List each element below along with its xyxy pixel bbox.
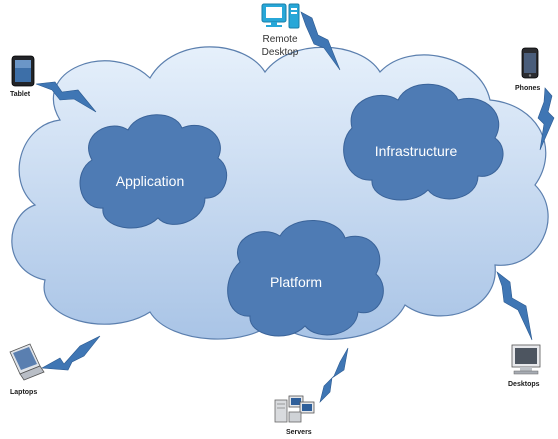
lightning-bolt-laptops xyxy=(40,335,101,371)
server-icon xyxy=(274,395,315,423)
lightning-bolt-tablet xyxy=(35,81,97,113)
platform-cloud: Platform xyxy=(227,220,384,337)
infrastructure-label: Infrastructure xyxy=(375,143,458,159)
laptop-icon xyxy=(9,343,45,381)
remote-desktop-device: Remote Desktop xyxy=(261,3,300,58)
lightning-bolt-remote-desktop xyxy=(300,11,341,71)
desktops-device: Desktops xyxy=(508,344,541,388)
lightning-bolts xyxy=(35,11,555,403)
lightning-bolt-phones xyxy=(537,87,555,151)
tablet-device: Tablet xyxy=(10,55,35,98)
phones-label: Phones xyxy=(515,85,540,92)
lightning-bolt-desktops xyxy=(496,271,533,341)
remote-desktop-label-line1: Remote xyxy=(262,34,297,45)
lightning-bolt-servers xyxy=(319,347,349,403)
phone-icon xyxy=(521,47,539,79)
desktops-label: Desktops xyxy=(508,381,540,388)
servers-device: Servers xyxy=(274,395,315,436)
servers-label: Servers xyxy=(286,429,312,436)
platform-label: Platform xyxy=(270,274,322,290)
desktop-icon xyxy=(511,344,541,375)
application-cloud: Application xyxy=(79,114,228,229)
tablet-icon xyxy=(11,55,35,87)
application-label: Application xyxy=(116,173,185,189)
tablet-label: Tablet xyxy=(10,91,31,98)
remote-desktop-label-line2: Desktop xyxy=(262,47,299,58)
remote-desktop-icon xyxy=(261,3,300,29)
phones-device: Phones xyxy=(515,47,540,92)
laptops-device: Laptops xyxy=(9,343,45,396)
laptops-label: Laptops xyxy=(10,389,37,396)
infrastructure-cloud: Infrastructure xyxy=(343,83,504,201)
